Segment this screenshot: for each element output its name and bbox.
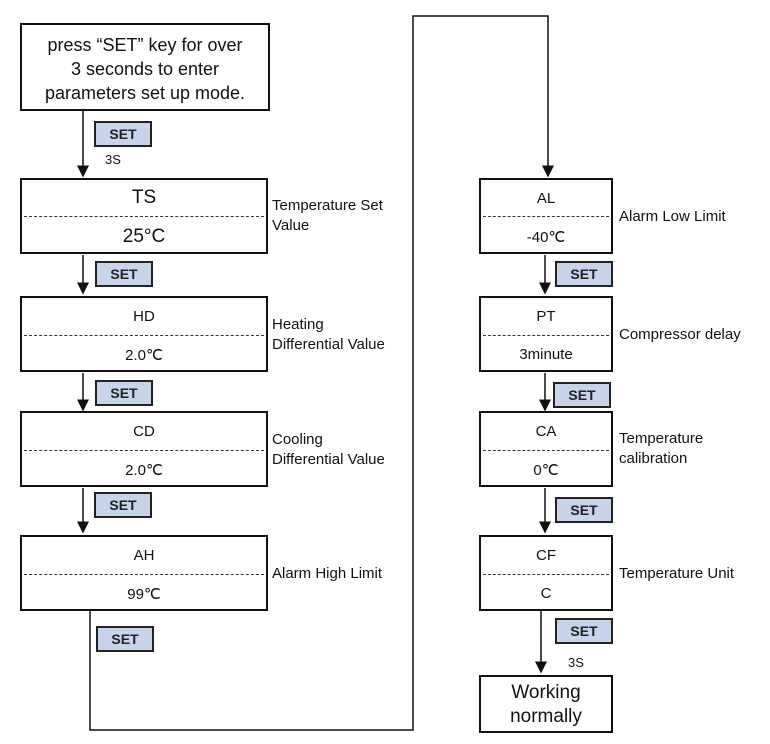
param-desc-pt: Compressor delay [619,325,741,345]
param-divider [483,335,609,336]
param-value-ah: 99℃ [127,586,161,603]
param-code-ts: TS [131,187,157,208]
param-desc-hd-line2: Differential Value [272,336,385,353]
param-value-ts: 25°C [122,226,166,247]
set-button-ca-to-cf[interactable]: SET [555,497,613,523]
param-desc-ts: Temperature Set Value [272,196,383,236]
working-line-2: normally [510,706,582,727]
param-code-ah: AH [133,547,155,564]
param-desc-ca-line2: calibration [619,450,688,467]
param-divider [483,574,609,575]
param-box-cd: CD 2.0℃ [20,411,268,487]
intro-line-3: parameters set up mode. [44,83,246,103]
param-divider [483,450,609,451]
param-desc-cd-line1: Cooling [272,431,323,448]
set-button-hd-to-cd[interactable]: SET [95,380,153,406]
param-box-pt: PT 3minute [479,296,613,372]
param-desc-ts-line1: Temperature Set [272,197,383,214]
param-code-cd: CD [133,423,155,440]
param-value-cf: C [540,585,552,602]
param-value-hd: 2.0℃ [125,347,163,364]
param-value-al: -40℃ [526,229,566,246]
param-box-hd: HD 2.0℃ [20,296,268,372]
set-button-ah-to-al[interactable]: SET [96,626,154,652]
param-box-ts: TS 25°C [20,178,268,254]
set-button-exit[interactable]: SET [555,618,613,644]
intro-line-2: 3 seconds to enter [70,59,220,79]
param-box-ah: AH 99℃ [20,535,268,611]
param-divider [24,574,264,575]
param-desc-ts-line2: Value [272,217,310,234]
param-divider [24,335,264,336]
param-value-cd: 2.0℃ [125,462,163,479]
set-button-cd-to-ah[interactable]: SET [94,492,152,518]
param-box-ca: CA 0℃ [479,411,613,487]
param-code-cf: CF [536,547,556,564]
working-normally-box: Working normally [479,675,613,733]
param-code-hd: HD [133,308,155,325]
hold-duration-label-bottom: 3S [568,655,584,670]
param-desc-ca: Temperature calibration [619,429,703,469]
param-code-pt: PT [536,308,556,325]
param-value-pt: 3minute [519,346,573,363]
param-desc-cf: Temperature Unit [619,564,734,584]
set-button-enter[interactable]: SET [94,121,152,147]
param-box-al: AL -40℃ [479,178,613,254]
connector-ah-to-al [89,15,554,731]
param-desc-pt-line1: Compressor delay [619,326,741,343]
intro-line-1: press “SET” key for over [47,35,243,55]
hold-duration-label-top: 3S [105,152,121,167]
intro-instruction-box: press “SET” key for over 3 seconds to en… [20,23,270,111]
param-desc-cd: Cooling Differential Value [272,430,385,470]
param-desc-cf-line1: Temperature Unit [619,565,735,582]
param-divider [24,216,264,217]
param-desc-hd: Heating Differential Value [272,315,385,355]
param-desc-hd-line1: Heating [272,316,324,333]
param-desc-al-line1: Alarm Low Limit [619,208,726,225]
param-desc-al: Alarm Low Limit [619,207,726,227]
set-button-ts-to-hd[interactable]: SET [95,261,153,287]
working-line-1: Working [511,682,581,703]
param-code-al: AL [536,190,556,207]
param-box-cf: CF C [479,535,613,611]
param-code-ca: CA [535,423,557,440]
param-value-ca: 0℃ [533,462,559,479]
param-divider [483,216,609,217]
param-desc-ah-line1: Alarm High Limit [272,565,383,582]
set-button-pt-to-ca[interactable]: SET [553,382,611,408]
set-button-al-to-pt[interactable]: SET [555,261,613,287]
param-desc-cd-line2: Differential Value [272,451,385,468]
param-divider [24,450,264,451]
param-desc-ca-line1: Temperature [619,430,704,447]
param-desc-ah: Alarm High Limit [272,564,382,584]
